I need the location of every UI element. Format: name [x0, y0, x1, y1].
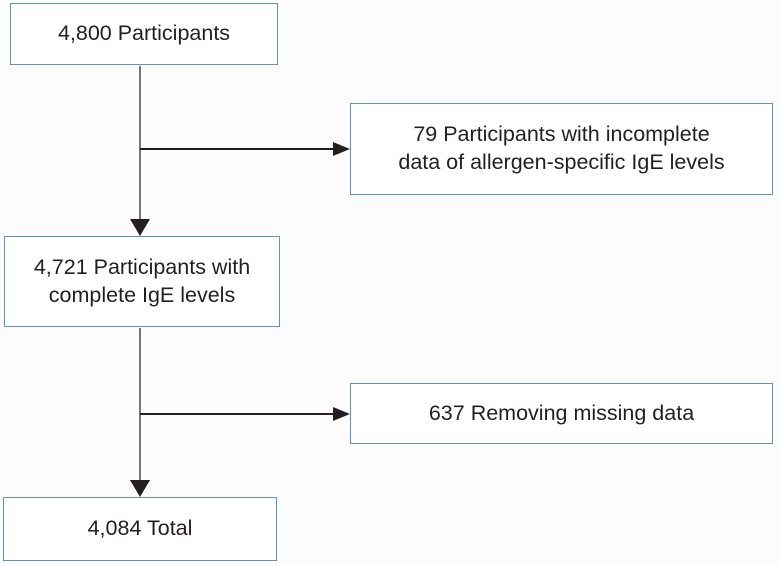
node-excluded-ige: 79 Participants with incomplete data of …	[350, 103, 773, 195]
connector-vertical-2	[139, 328, 141, 480]
connector-branch-1	[140, 148, 334, 150]
connector-vertical-1	[139, 66, 141, 220]
node-complete-ige-line2: complete IgE levels	[48, 282, 236, 307]
arrowhead-right-1-icon	[333, 142, 350, 156]
arrowhead-down-1-icon	[130, 219, 150, 236]
node-excluded-ige-line1: 79 Participants with incomplete	[413, 122, 710, 147]
node-excluded-ige-line2: data of allergen-specific IgE levels	[398, 150, 725, 174]
connector-branch-2	[140, 413, 334, 415]
arrowhead-right-2-icon	[333, 407, 350, 421]
node-complete-ige-line1: 4,721 Participants with	[33, 254, 251, 279]
node-start: 4,800 Participants	[10, 3, 278, 65]
node-excluded-missing-label: 637 Removing missing data	[428, 400, 695, 425]
node-total: 4,084 Total	[3, 497, 277, 561]
arrowhead-down-2-icon	[130, 480, 150, 497]
node-complete-ige: 4,721 Participants with complete IgE lev…	[4, 236, 280, 327]
node-total-label: 4,084 Total	[87, 516, 193, 541]
node-start-label: 4,800 Participants	[57, 21, 231, 46]
node-excluded-missing: 637 Removing missing data	[350, 383, 773, 444]
